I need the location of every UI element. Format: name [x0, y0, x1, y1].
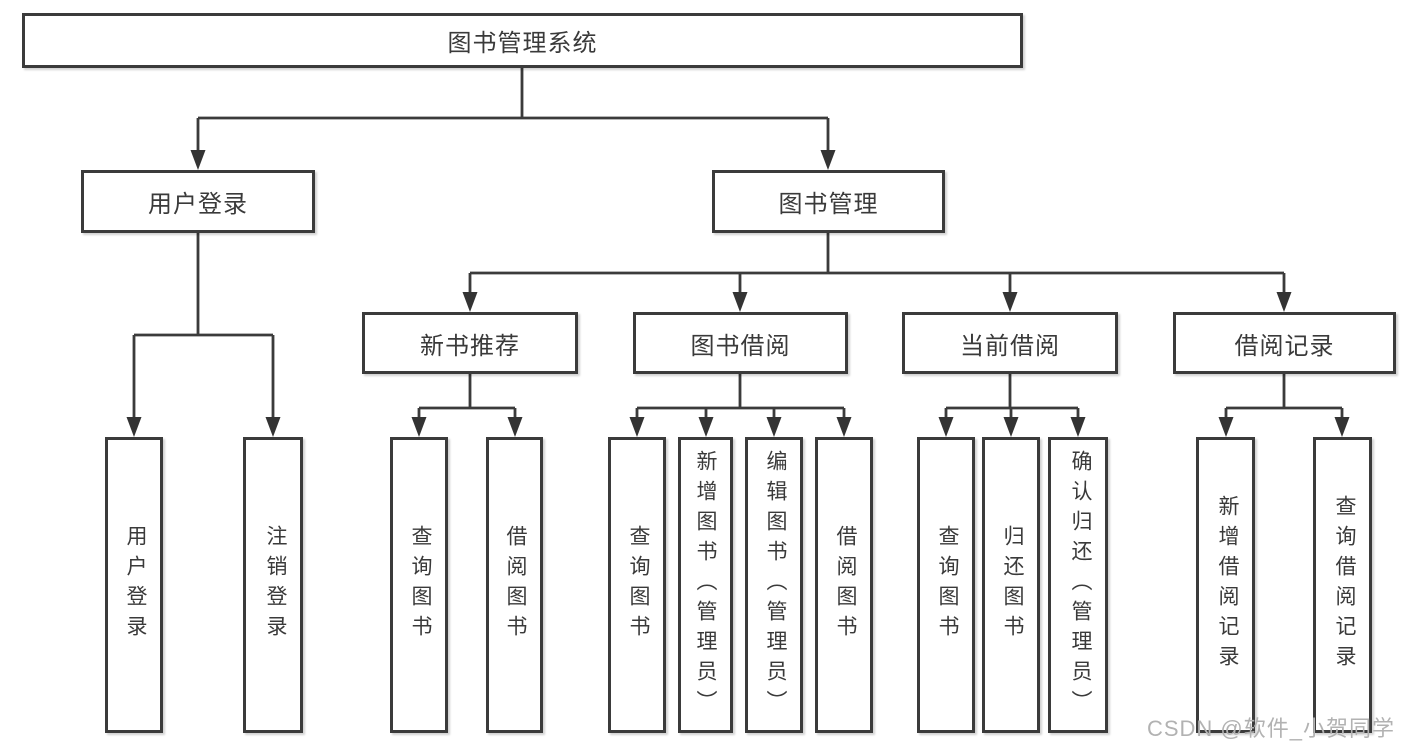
- arrowhead-icon: [732, 292, 748, 312]
- arrowhead-icon: [265, 417, 281, 437]
- arrowhead-icon: [1218, 417, 1234, 437]
- leaf-add-borrow-record: 新增借阅记录: [1196, 437, 1255, 733]
- node-root: 图书管理系统: [22, 13, 1023, 68]
- leaf-edit-book-admin: 编辑图书（管理员）: [745, 437, 803, 733]
- leaf-query-borrow-record: 查询借阅记录: [1313, 437, 1372, 733]
- node-current-borrow: 当前借阅: [902, 312, 1118, 374]
- csdn-watermark: CSDN @软件_小贺同学: [1146, 716, 1395, 741]
- arrowhead-icon: [1070, 417, 1086, 437]
- leaf-user-login: 用户登录: [105, 437, 163, 733]
- arrowhead-icon: [1276, 292, 1292, 312]
- arrowhead-icon: [938, 417, 954, 437]
- leaf-query-books-1: 查询图书: [390, 437, 448, 733]
- leaf-return-book: 归还图书: [982, 437, 1040, 733]
- leaf-logout: 注销登录: [243, 437, 303, 733]
- leaf-query-books-2: 查询图书: [608, 437, 666, 733]
- arrowhead-icon: [629, 417, 645, 437]
- connector-new-book: [417, 374, 517, 419]
- leaf-query-books-3: 查询图书: [917, 437, 975, 733]
- connector-user-login: [132, 233, 275, 419]
- node-book-borrow: 图书借阅: [633, 312, 848, 374]
- leaf-add-book-admin: 新增图书（管理员）: [678, 437, 733, 733]
- arrowhead-icon: [766, 417, 782, 437]
- arrowhead-icon: [411, 417, 427, 437]
- arrowhead-icon: [1003, 417, 1019, 437]
- arrowhead-icon: [820, 150, 836, 170]
- leaf-confirm-return-admin: 确认归还（管理员）: [1048, 437, 1108, 733]
- arrowhead-icon: [1334, 417, 1350, 437]
- node-borrow-record: 借阅记录: [1173, 312, 1396, 374]
- leaf-borrow-books-1: 借阅图书: [486, 437, 543, 733]
- connector-borrow-record: [1224, 374, 1344, 419]
- node-book-mgmt: 图书管理: [712, 170, 945, 233]
- arrowhead-icon: [836, 417, 852, 437]
- connector-current-borrow: [944, 374, 1080, 419]
- leaf-borrow-books-2: 借阅图书: [815, 437, 873, 733]
- arrowhead-icon: [126, 417, 142, 437]
- connector-book-borrow: [635, 374, 846, 419]
- node-user-login: 用户登录: [81, 170, 315, 233]
- arrowhead-icon: [462, 292, 478, 312]
- arrowhead-icon: [190, 150, 206, 170]
- connector-root: [196, 68, 830, 152]
- arrowhead-icon: [507, 417, 523, 437]
- arrowhead-icon: [1002, 292, 1018, 312]
- connector-book-mgmt: [468, 233, 1286, 294]
- arrowhead-icon: [698, 417, 714, 437]
- node-new-book: 新书推荐: [362, 312, 578, 374]
